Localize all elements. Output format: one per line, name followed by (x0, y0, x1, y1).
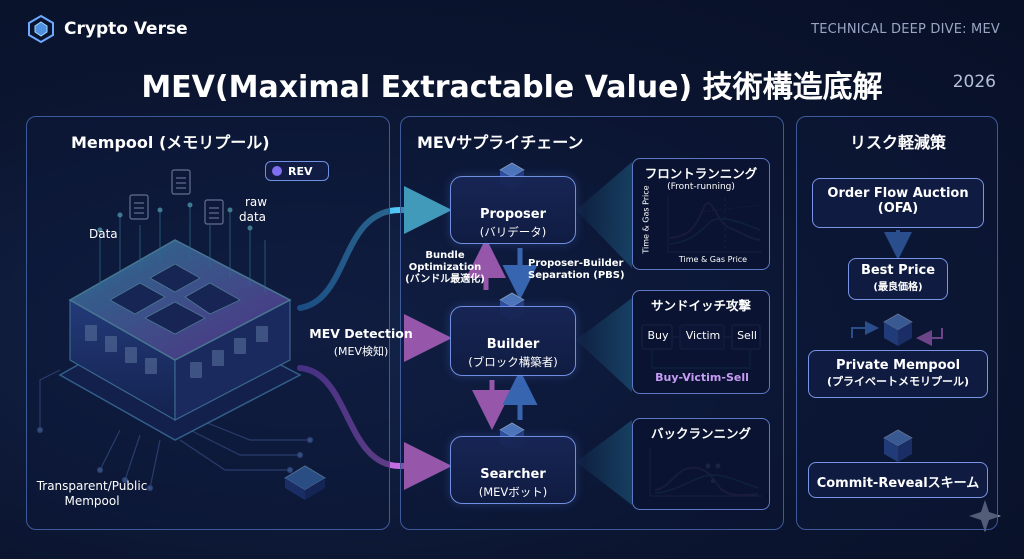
sandwich-sell: Sell (737, 329, 757, 342)
proposer-subtitle: (バリデータ) (479, 225, 547, 239)
builder-title: Builder (486, 337, 540, 352)
sandwich-victim: Victim (685, 329, 721, 342)
frontrunning-x-axis: Time & Gas Price (678, 255, 748, 264)
mempool-title: Mempool (メモリプール) (71, 133, 270, 152)
sandwich-panel: サンドイッチ攻撃 Buy Victim Sell Buy-Victim-Sell (632, 290, 770, 394)
best-price-box[interactable]: Best Price (最良価格) (848, 258, 948, 300)
beam-searcher (576, 420, 632, 505)
pbs-label: Proposer-Builder Separation (PBS) (528, 258, 636, 282)
private-mempool-label-2: (プライベートメモリプール) (826, 375, 970, 388)
backrunning-title: バックランニング (650, 426, 751, 441)
brand: Crypto Verse (26, 14, 188, 44)
proposer-node[interactable]: Proposer (バリデータ) (450, 176, 576, 244)
brand-name: Crypto Verse (64, 19, 188, 39)
mempool-panel: Mempool (メモリプール) REV Data raw data Trans… (26, 116, 390, 530)
private-mempool-box[interactable]: Private Mempool (プライベートメモリプール) (808, 350, 988, 398)
supply-chain-title: MEVサプライチェーン (417, 133, 584, 152)
data-label: Data (89, 227, 118, 241)
private-mempool-label-1: Private Mempool (835, 358, 961, 373)
ofa-label-2: (OFA) (877, 201, 919, 216)
beam-builder (576, 298, 632, 392)
risk-title: リスク軽減策 (849, 133, 946, 152)
brand-logo-icon (28, 14, 54, 44)
year-label: 2026 (952, 72, 996, 92)
sandwich-buy: Buy (647, 329, 669, 342)
mempool-caption-1: Transparent/Public (36, 479, 148, 493)
mev-detection-sub: (MEV検知) (333, 345, 389, 358)
raw-data-label-1: raw (245, 195, 268, 209)
frontrunning-title: フロントランニング (644, 166, 758, 181)
commit-reveal-box[interactable]: Commit-Revealスキーム (808, 462, 988, 498)
searcher-subtitle: (MEVボット) (478, 485, 548, 499)
proposer-title: Proposer (479, 207, 547, 222)
frontrunning-subtitle: (Front-running) (667, 182, 735, 192)
ofa-box[interactable]: Order Flow Auction (OFA) (812, 178, 984, 228)
sandwich-title: サンドイッチ攻撃 (650, 298, 751, 313)
searcher-title: Searcher (480, 467, 546, 482)
pbs-label-1: Proposer-Builder (528, 258, 624, 269)
bundle-label-1: Bundle (425, 250, 465, 261)
mev-detection-label: MEV Detection (309, 326, 413, 341)
toggle-knob-icon (272, 166, 282, 176)
rev-toggle[interactable]: REV (265, 161, 329, 181)
commit-reveal-label: Commit-Revealスキーム (816, 476, 980, 491)
bundle-label-2: Optimization (408, 262, 482, 273)
page-title: MEV(Maximal Extractable Value) 技術構造底解 (141, 70, 883, 105)
bundle-optimization-label: Bundle Optimization (バンドル最適化) (404, 250, 486, 286)
header-tag: TECHNICAL DEEP DIVE: MEV (811, 22, 1000, 37)
bundle-label-3: (バンドル最適化) (405, 274, 485, 285)
raw-data-label-2: data (239, 210, 267, 224)
searcher-node[interactable]: Searcher (MEVボット) (450, 436, 576, 504)
builder-subtitle: (ブロック構築者) (468, 355, 558, 369)
beam-proposer (576, 162, 632, 268)
pbs-label-2: Separation (PBS) (528, 270, 625, 281)
frontrunning-panel: フロントランニング (Front-running) Time & Gas Pri… (632, 158, 770, 270)
best-price-label-1: Best Price (860, 263, 936, 278)
rev-badge-label: REV (288, 164, 313, 178)
ofa-label-1: Order Flow Auction (827, 186, 969, 201)
builder-node[interactable]: Builder (ブロック構築者) (450, 306, 576, 376)
mempool-caption-2: Mempool (64, 494, 120, 508)
sandwich-caption: Buy-Victim-Sell (655, 371, 749, 384)
frontrunning-y-axis: Time & Gas Price (641, 185, 651, 254)
best-price-label-2: (最良価格) (873, 282, 923, 293)
backrunning-panel: バックランニング (632, 418, 770, 510)
